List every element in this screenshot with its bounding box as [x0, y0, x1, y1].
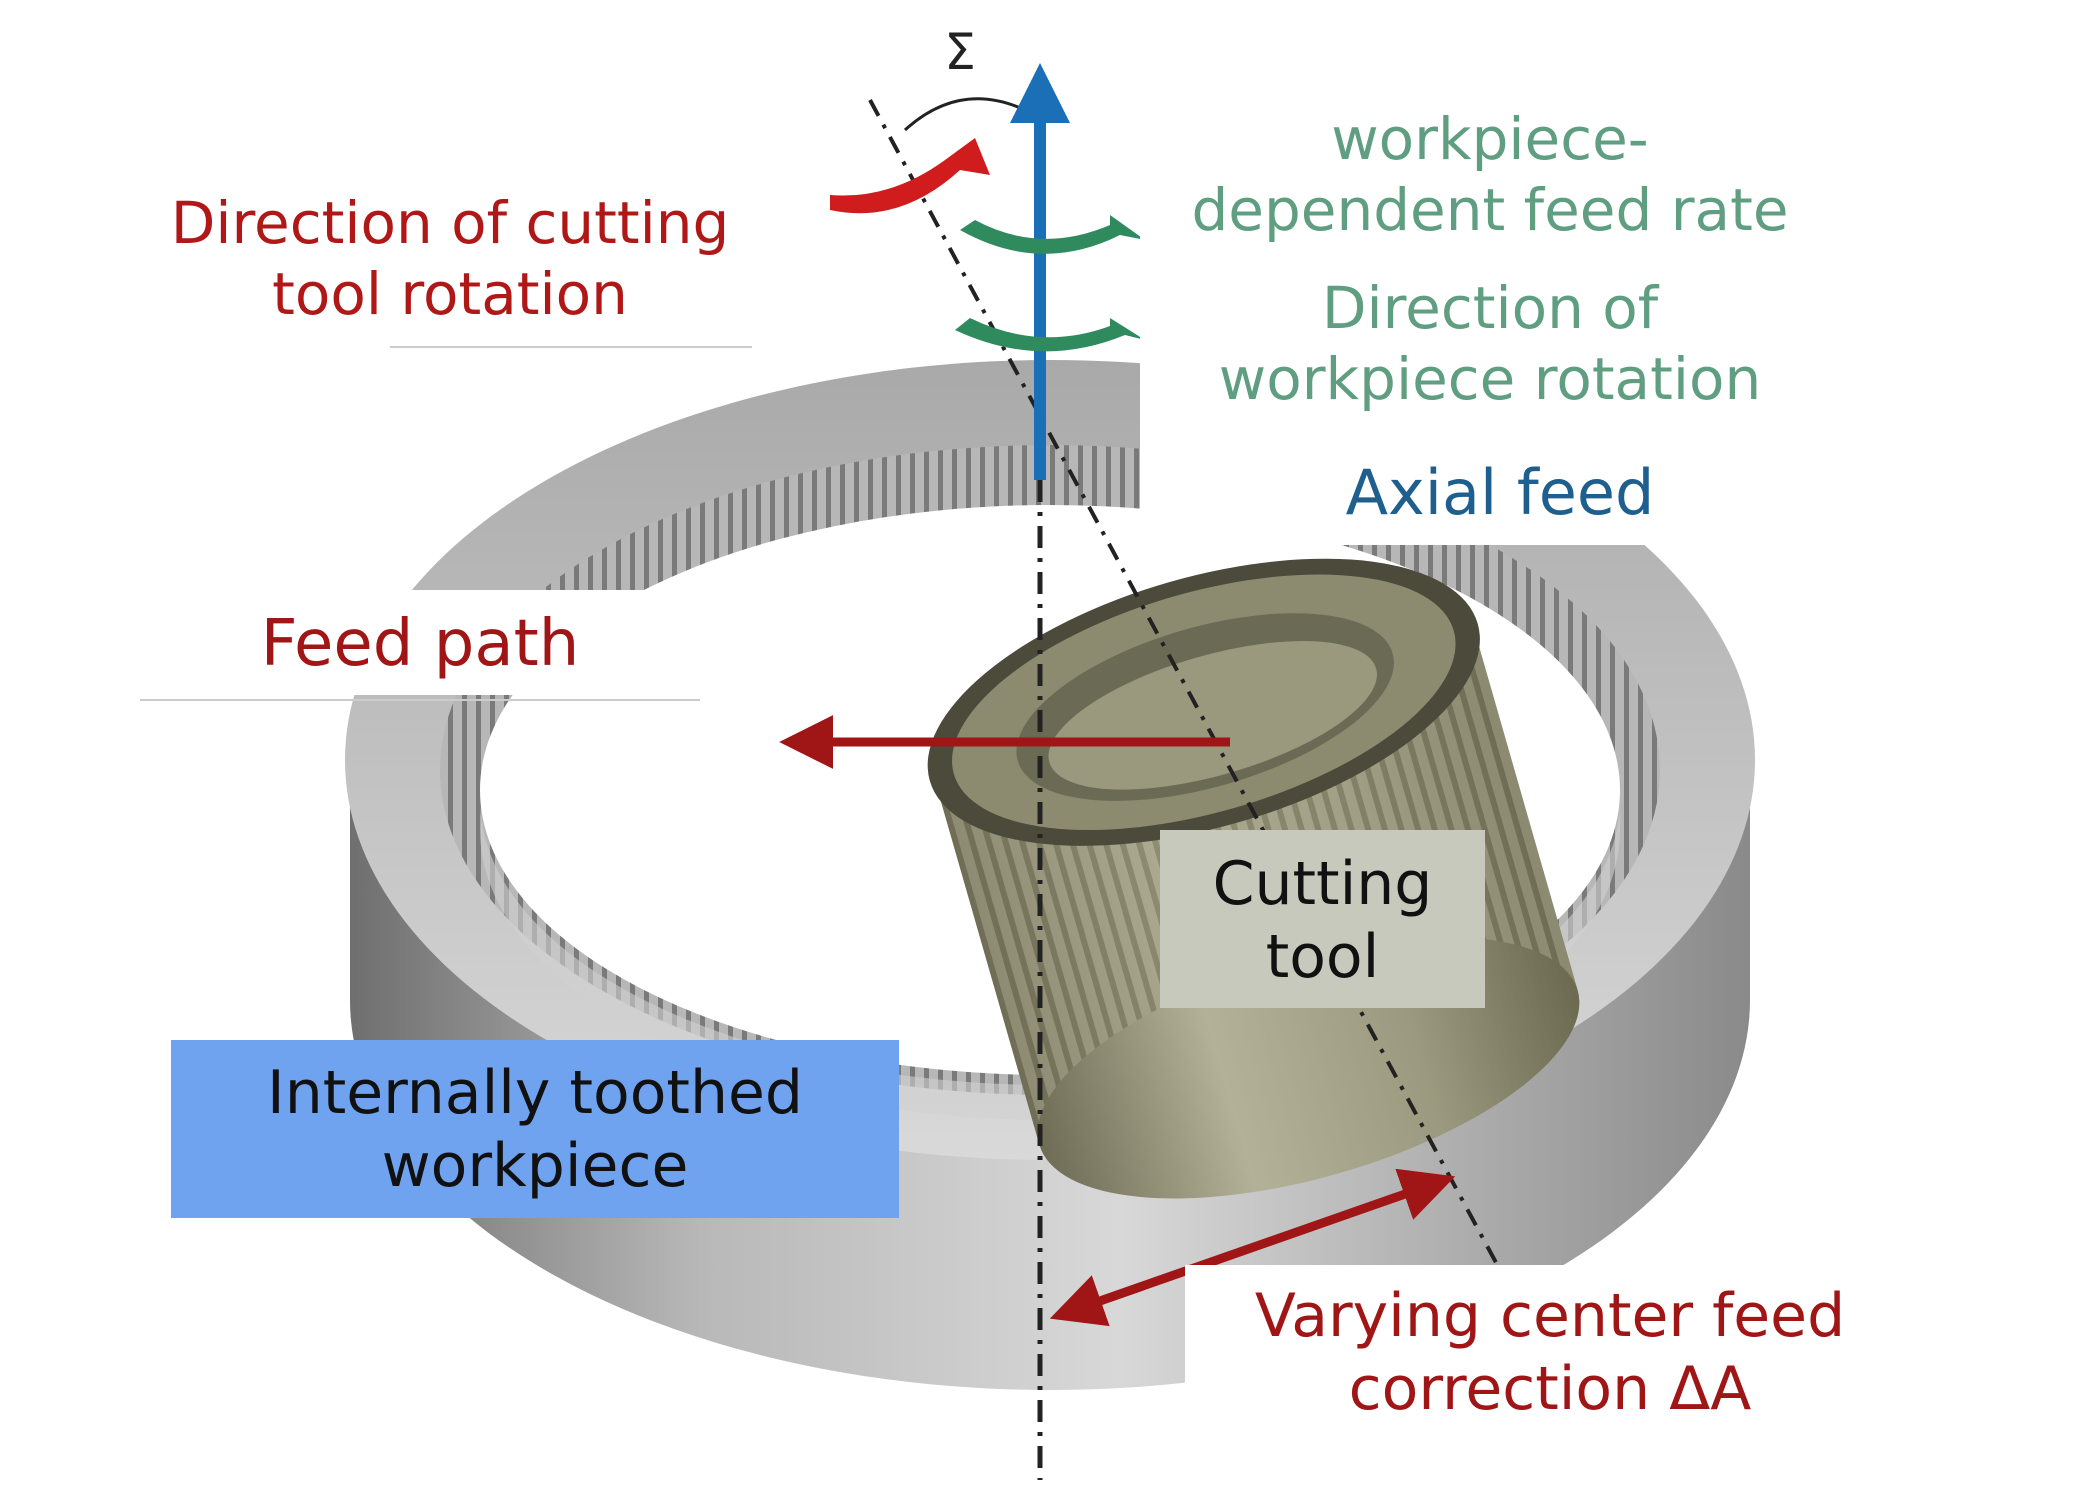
- cutting-tool-gear: [927, 558, 1580, 1199]
- cutting-tool-label-box: [1160, 830, 1485, 1008]
- label-backing-top-right: [1140, 95, 1830, 545]
- tool-rotation-label-line2: tool rotation: [272, 259, 628, 328]
- tool-rotation-label: Direction of cutting tool rotation: [140, 188, 760, 330]
- center-feed-label: Varying center feed correction ΔA: [1200, 1280, 1900, 1426]
- tool-rotation-label-line1: Direction of cutting: [170, 189, 730, 257]
- workpiece-rotation-label: Direction of workpiece rotation: [1180, 273, 1800, 415]
- workpiece-rotation-label-line1: Direction of: [1321, 274, 1659, 342]
- feed-path-label: Feed path: [260, 607, 580, 681]
- workpiece-label-line2: workpiece: [381, 1131, 689, 1202]
- tool-axis: [868, 99, 1502, 1271]
- center-feed-label-line1: Varying center feed: [1254, 1281, 1846, 1351]
- label-backing-center-feed: [1185, 1265, 1905, 1435]
- cutting-tool-label: Cutting tool: [1160, 848, 1485, 994]
- feed-rate-label: workpiece- dependent feed rate: [1180, 104, 1800, 246]
- sigma-angle-arc: [903, 97, 1026, 132]
- cutting-tool-label-line2: tool: [1265, 922, 1380, 993]
- center-feed-arrow: [1049, 1168, 1456, 1327]
- workpiece-label-box: [171, 1040, 899, 1218]
- workpiece-label-line1: Internally toothed: [267, 1058, 803, 1128]
- center-feed-label-line2: correction ΔA: [1348, 1354, 1752, 1425]
- workpiece-rotation-label-line2: workpiece rotation: [1218, 344, 1762, 413]
- workpiece-rotation-arrow-upper: [960, 215, 1145, 254]
- feed-rate-label-line2: dependent feed rate: [1191, 175, 1789, 244]
- cutting-tool-label-line1: Cutting: [1212, 849, 1433, 919]
- feed-rate-label-line1: workpiece-: [1331, 105, 1649, 173]
- tool-rotation-arrow: [830, 138, 990, 214]
- sigma-label: Σ: [944, 23, 976, 81]
- workpiece-label: Internally toothed workpiece: [171, 1057, 899, 1203]
- axial-feed-label: Axial feed: [1345, 456, 1655, 529]
- workpiece-rotation-arrow-lower: [955, 318, 1145, 352]
- label-backing-feed-path: [140, 590, 715, 695]
